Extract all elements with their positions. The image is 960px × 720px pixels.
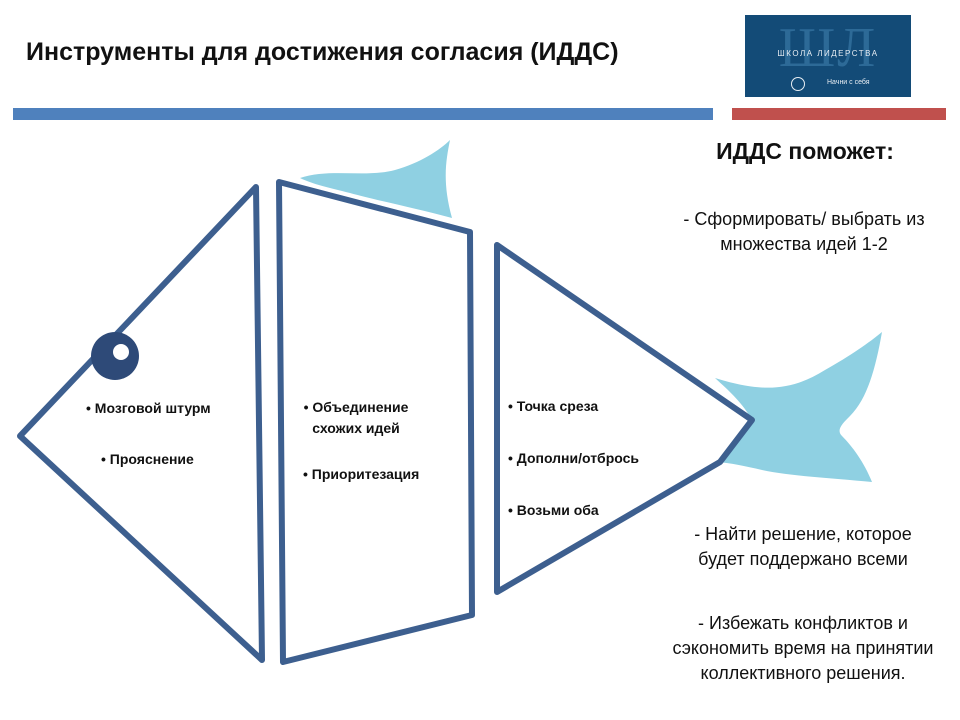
school-logo: ШЛ ШКОЛА ЛИДЕРСТВА Начни с себя: [745, 15, 911, 97]
tail-item-add-drop: • Дополни/отбрось: [508, 450, 640, 466]
panel-point-select: - Сформировать/ выбрать из множества иде…: [683, 209, 925, 254]
header-divider-red: [732, 108, 946, 120]
panel-point-consensus: - Найти решение, которое будет поддержан…: [694, 524, 912, 569]
head-item-brainstorm: • Мозговой штурм: [86, 400, 211, 416]
fish-tail-section: [494, 242, 755, 595]
logo-school-name: ШКОЛА ЛИДЕРСТВА: [777, 49, 879, 58]
tail-fin-icon: [715, 332, 882, 482]
panel-point-avoid-conflict: - Избежать конфликтов и сэкономить время…: [672, 613, 934, 683]
logo-seal-icon: [791, 77, 805, 91]
tail-item-take-both: • Возьми оба: [508, 502, 599, 518]
body-item-prioritization: • Приоритезация: [303, 466, 420, 482]
header-divider-blue: [13, 108, 713, 120]
dorsal-fin-icon: [300, 140, 452, 218]
logo-letters: ШЛ: [778, 17, 878, 79]
tail-item-cut-point: • Точка среза: [508, 398, 599, 414]
body-item-merge-ideas: • Объединение схожих идей: [303, 399, 409, 436]
panel-heading: ИДДС поможет:: [716, 138, 894, 164]
page-title: Инструменты для достижения согласия (ИДД…: [26, 38, 619, 66]
fish-head-section: [17, 184, 265, 663]
fish-pupil-icon: [113, 344, 129, 360]
fish-body-section: [276, 179, 475, 665]
head-item-clarification: • Прояснение: [101, 451, 194, 467]
logo-tagline: Начни с себя: [827, 79, 870, 86]
